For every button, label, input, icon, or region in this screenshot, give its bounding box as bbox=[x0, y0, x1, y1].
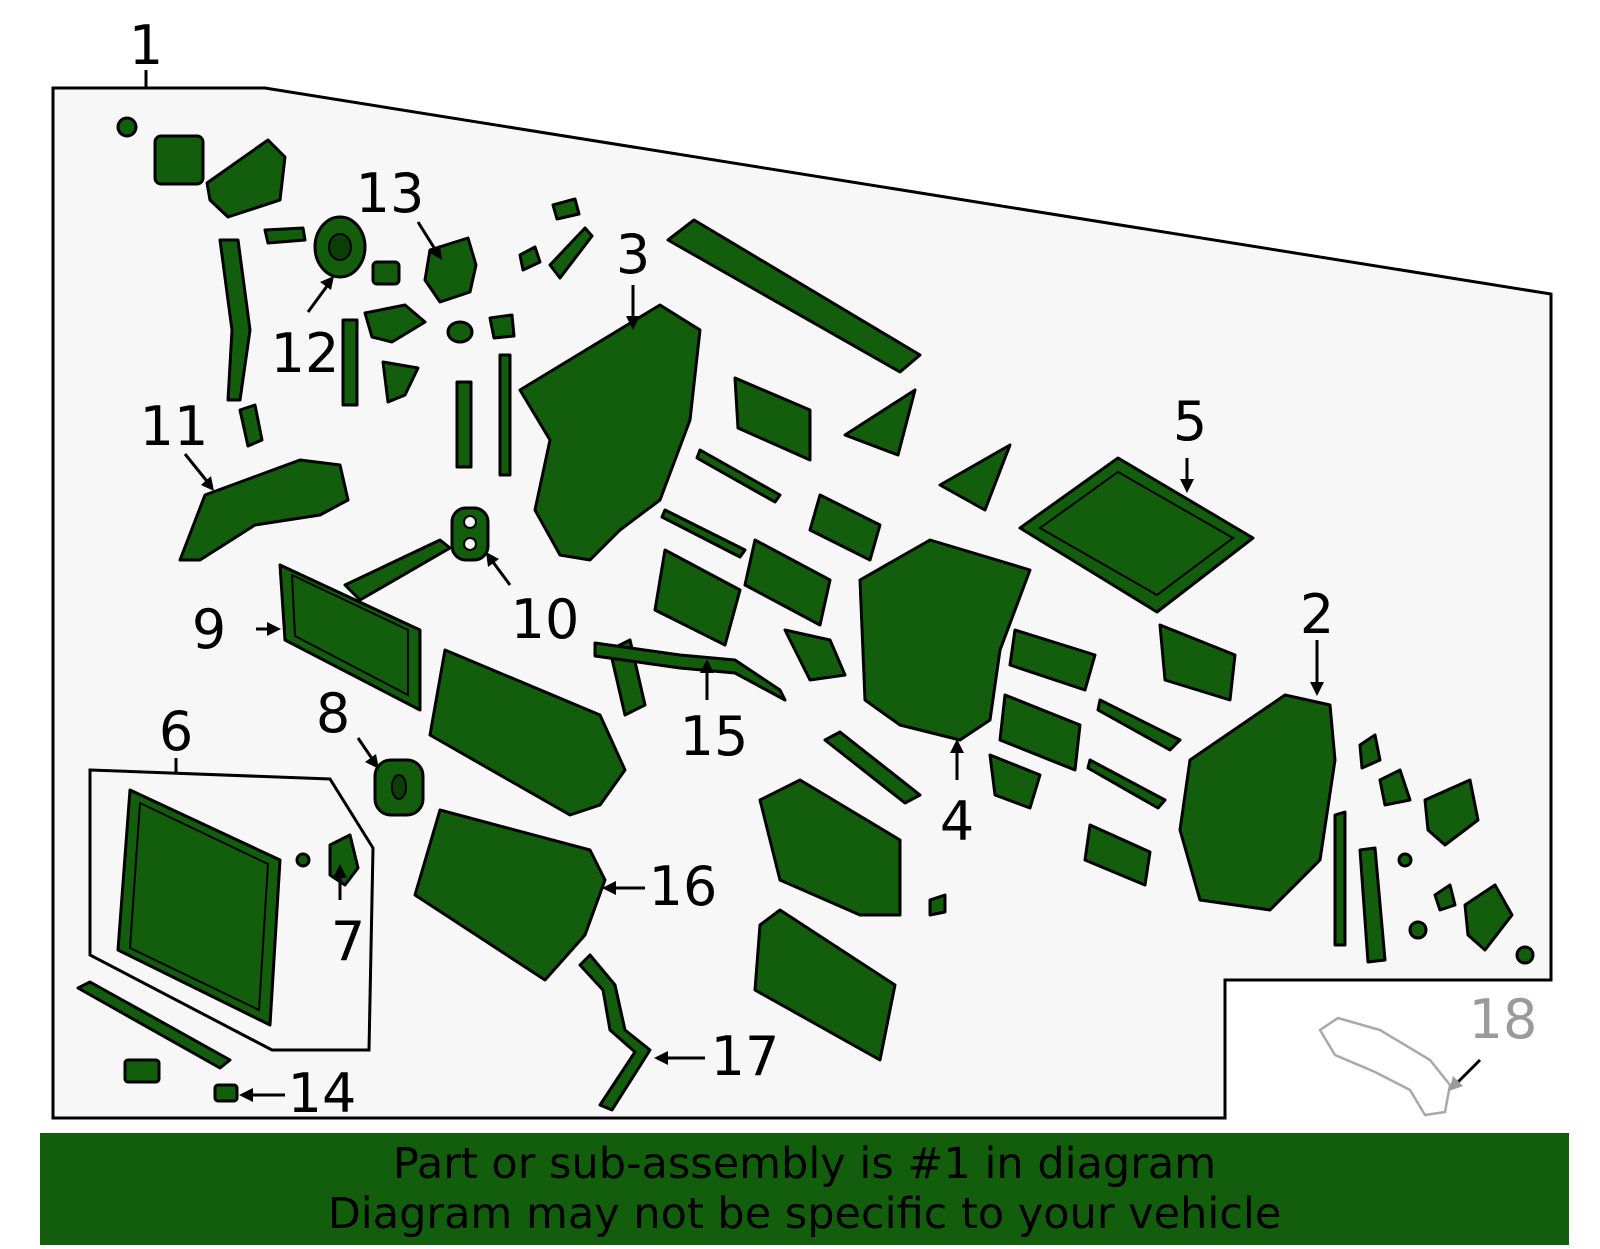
subgroup-6-boundary bbox=[88, 768, 375, 1052]
right-edge-parts bbox=[1333, 733, 1535, 965]
part-6-evaporator bbox=[116, 788, 311, 1027]
part-9-heater-core bbox=[278, 538, 452, 712]
part-15-hose bbox=[593, 641, 787, 702]
part-14-sensor bbox=[76, 980, 239, 1103]
callout-5: 5 bbox=[1173, 390, 1207, 453]
callout-7: 7 bbox=[331, 910, 365, 973]
lower-middle-parts bbox=[753, 623, 1237, 1062]
part-3-case bbox=[518, 303, 702, 562]
callout-2: 2 bbox=[1300, 583, 1334, 646]
callout-15: 15 bbox=[680, 705, 749, 768]
filter-strip-top bbox=[666, 218, 922, 374]
disclaimer-banner: Part or sub-assembly is #1 in diagram Di… bbox=[40, 1133, 1569, 1245]
middle-case-left bbox=[428, 648, 627, 817]
part-12-seal bbox=[313, 215, 367, 279]
callout-labels: 1 2 3 4 5 6 7 8 9 10 11 12 13 14 15 16 1… bbox=[129, 14, 1538, 1125]
callout-1: 1 bbox=[129, 14, 163, 77]
banner-line-1: Part or sub-assembly is #1 in diagram bbox=[392, 1139, 1217, 1189]
callout-8: 8 bbox=[316, 682, 350, 745]
callout-16: 16 bbox=[649, 855, 718, 918]
callout-18: 18 bbox=[1469, 988, 1538, 1051]
callout-17: 17 bbox=[711, 1025, 780, 1088]
part-5-filter-cover bbox=[1018, 456, 1255, 614]
part-17-drain-hose bbox=[578, 953, 652, 1112]
callout-13: 13 bbox=[356, 162, 425, 225]
callout-11: 11 bbox=[140, 395, 209, 458]
callout-arrows bbox=[183, 221, 1482, 1102]
callout-10: 10 bbox=[511, 588, 580, 651]
part-2-case bbox=[1178, 693, 1337, 912]
part-8-seal bbox=[373, 758, 425, 817]
part-11-duct bbox=[178, 458, 350, 562]
banner-line-2: Diagram may not be specific to your vehi… bbox=[327, 1189, 1282, 1239]
callout-4: 4 bbox=[940, 790, 974, 853]
callout-6: 6 bbox=[159, 700, 193, 763]
callout-14: 14 bbox=[288, 1062, 357, 1125]
callout-9: 9 bbox=[192, 598, 226, 661]
part-10-grommet bbox=[450, 506, 490, 562]
part-16-housing bbox=[413, 808, 607, 982]
callout-12: 12 bbox=[271, 322, 340, 385]
callout-3: 3 bbox=[616, 223, 650, 286]
top-left-parts bbox=[116, 116, 307, 448]
part-18-ghost-duct bbox=[1318, 1016, 1452, 1117]
part-4-case bbox=[858, 538, 1032, 742]
small-parts-column bbox=[341, 197, 594, 477]
